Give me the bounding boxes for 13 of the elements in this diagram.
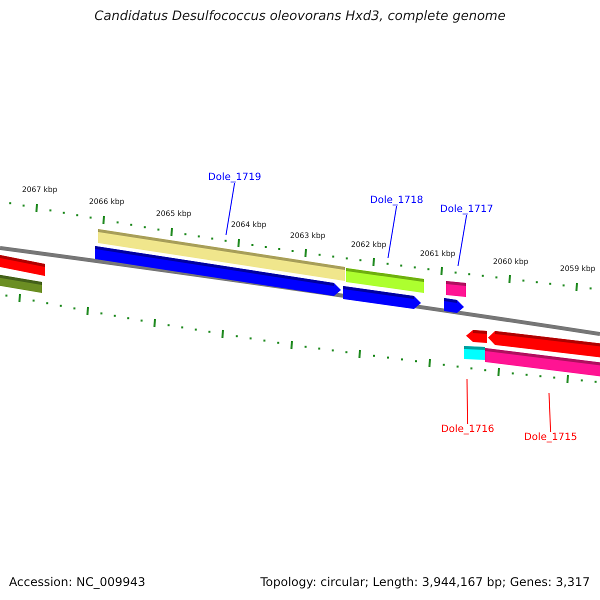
gene-label: Dole_1718 (370, 195, 424, 206)
gene-label: Dole_1719 (208, 172, 262, 183)
diagram-title: Candidatus Desulfococcus oleovorans Hxd3, complete genome (93, 9, 507, 24)
genome-summary-text: Topology: circular; Length: 3,944,167 bp; Genes: 3,317 (260, 575, 590, 589)
gene-label: Dole_1717 (440, 204, 494, 215)
gene-label: Dole_1715 (524, 432, 578, 443)
leader-line (458, 214, 468, 266)
accession-text: Accession: NC_009943 (9, 575, 146, 589)
leader-line (466, 378, 468, 424)
gene-label: Dole_1716 (441, 424, 494, 435)
leader-line (388, 206, 398, 258)
leader-line (548, 392, 552, 432)
leader-line (226, 182, 236, 236)
